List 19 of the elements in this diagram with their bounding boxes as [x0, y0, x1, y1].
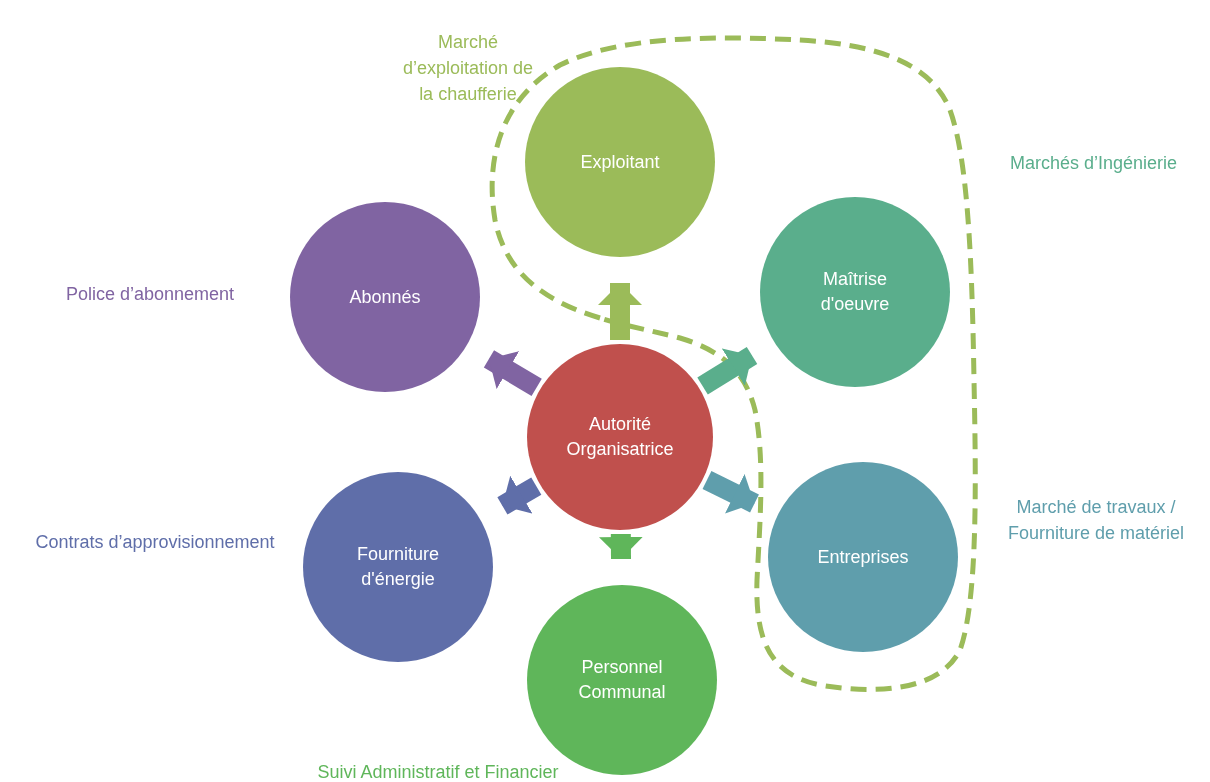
- block-arrow: [598, 283, 642, 340]
- block-arrow: [702, 470, 759, 514]
- node-label: Abonnés: [349, 285, 421, 309]
- block-arrow: [483, 350, 542, 396]
- node-label: Personnel Communal: [577, 656, 667, 704]
- node-label: Maîtrise d'oeuvre: [819, 268, 891, 316]
- block-arrow: [697, 347, 758, 395]
- node-label: Exploitant: [580, 150, 660, 174]
- relation-label: Marché de travaux / Fourniture de matériel: [1006, 496, 1186, 545]
- block-arrow: [598, 533, 643, 560]
- block-arrow: [497, 475, 542, 515]
- relation-label: Suivi Administratif et Financier: [316, 761, 560, 782]
- node-label: Entreprises: [817, 545, 909, 569]
- relation-label: Police d’abonnement: [64, 283, 236, 306]
- node-label: Autorité Organisatrice: [565, 413, 675, 461]
- relation-label: Contrats d’approvisionnement: [34, 531, 276, 554]
- relation-label: Marché d’exploitation de la chaufferie: [401, 31, 535, 106]
- relation-label: Marchés d’Ingénierie: [1010, 152, 1179, 175]
- node-label: Fourniture d'énergie: [355, 543, 440, 591]
